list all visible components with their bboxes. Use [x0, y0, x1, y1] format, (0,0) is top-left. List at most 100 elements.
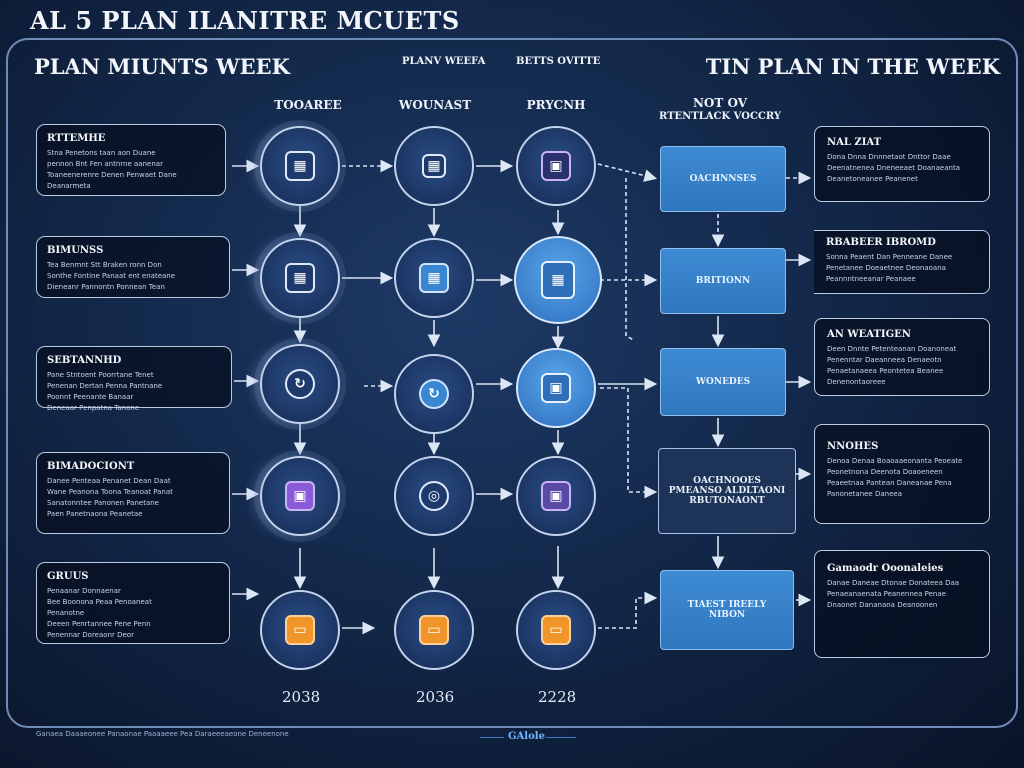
- column-head-4-line1: NOT OV: [692, 96, 748, 110]
- right-box-5-title: Gamaodr Ooonaleies: [827, 563, 944, 574]
- right-box-2-line-1: Sonna Peaent Dan Penneane Danee: [826, 253, 953, 261]
- left-box-2-title: BIMUNSS: [47, 245, 104, 256]
- app-icon: ▣: [285, 481, 315, 511]
- header-right-title: TIN PLAN IN THE WEEK: [705, 54, 1000, 79]
- right-box-3-line-3: Penaetanaeea Peontetea Beanee: [827, 367, 944, 375]
- left-box-2-line-1: Tea Benmnt Stt Braken ronn Don: [47, 261, 162, 269]
- right-box-1-line-1: Dona Dnna Dnnnetaot Dnttor Daae: [827, 153, 951, 161]
- left-box-5: GRUUS Penaanar Donnaenar Bee Boonona Pea…: [36, 562, 230, 644]
- node-r3-c2[interactable]: ↻: [394, 354, 474, 434]
- connector: [598, 591, 658, 629]
- left-box-5-line-4: Deeen Penrtannee Pene Penn: [47, 620, 151, 628]
- node-r5-c2[interactable]: ▭: [394, 590, 474, 670]
- column-head-3: PRYCNH: [526, 98, 586, 112]
- flow-box-3[interactable]: WONEDES: [660, 348, 786, 416]
- left-box-4-line-2: Wane Peanona Toona Teanoat Panat: [47, 488, 173, 496]
- left-box-1-line-2: pennon Bnt Fen antnrne aanenar: [47, 160, 163, 168]
- connector: [625, 178, 635, 341]
- node-r2-c3[interactable]: ▦: [514, 236, 602, 324]
- left-box-4-line-1: Danee Penteaa Penanet Dean Daat: [47, 477, 171, 485]
- node-r4-c3[interactable]: ▣: [516, 456, 596, 536]
- node-r2-c2[interactable]: ▦: [394, 238, 474, 318]
- left-box-1-title: RTTEMHE: [47, 133, 106, 144]
- left-box-5-line-5: Penennar Doreaonr Deor: [47, 631, 134, 639]
- flow-box-4-line-2: PMEANSO ALDLTAONI: [668, 486, 786, 496]
- right-box-2: RBABEER IBROMD Sonna Peaent Dan Penneane…: [814, 230, 990, 294]
- connector: [600, 387, 658, 499]
- right-box-3-line-1: Deen Dnnte Petenteanan Doanoneat: [827, 345, 957, 353]
- grid-icon: ▦: [541, 261, 575, 299]
- left-box-5-line-2: Bee Boonona Peaa Penoaneat: [47, 598, 152, 606]
- grid-icon: ▦: [422, 154, 446, 178]
- left-box-1-line-1: Stna Penetons taan aon Duane: [47, 149, 156, 157]
- refresh-icon: ↻: [285, 369, 315, 399]
- node-r4-c1[interactable]: ▣: [260, 456, 340, 536]
- right-box-2-line-3: Peannntneeanar Peanaee: [826, 275, 916, 283]
- left-box-5-title: GRUUS: [47, 571, 89, 582]
- flow-box-4-line-1: OACHNOOES: [693, 476, 761, 486]
- footer-note: Ganaea Daaaeonee Panaonae Paaaaeee Pea D…: [36, 730, 289, 738]
- node-r1-c3[interactable]: ▣: [516, 126, 596, 206]
- flow-box-5[interactable]: TIAEST IREELY NIBON: [660, 570, 794, 650]
- diagram-frame: [6, 38, 1018, 728]
- right-box-2-line-2: Penetanee Doeaetnee Deonaoana: [826, 264, 946, 272]
- flow-box-1-label: OACHNNSES: [689, 174, 757, 184]
- header-left-title: PLAN MIUNTS WEEK: [34, 54, 290, 79]
- target-icon: ◎: [419, 481, 449, 511]
- node-r2-c1[interactable]: ▦: [260, 238, 340, 318]
- node-r5-c3[interactable]: ▭: [516, 590, 596, 670]
- left-box-3-line-1: Pane Stntoent Poorrtane Tenet: [47, 371, 154, 379]
- node-r5-c1[interactable]: ▭: [260, 590, 340, 670]
- right-box-1-line-2: Deenatnenea Dneneeaet Doanaeanta: [827, 164, 960, 172]
- right-box-5-line-2: Penaeanaenata Peanennea Penae: [827, 590, 946, 598]
- flow-box-2[interactable]: BRITIONN: [660, 248, 786, 314]
- connector: [597, 163, 658, 182]
- left-box-4-title: BIMADOCIONT: [47, 461, 135, 472]
- node-r4-c2[interactable]: ◎: [394, 456, 474, 536]
- left-box-4: BIMADOCIONT Danee Penteaa Penanet Dean D…: [36, 452, 230, 534]
- flow-box-3-label: WONEDES: [695, 377, 751, 387]
- left-box-1: RTTEMHE Stna Penetons taan aon Duane pen…: [36, 124, 226, 196]
- left-box-2: BIMUNSS Tea Benmnt Stt Braken ronn Don S…: [36, 236, 230, 298]
- year-label-2: 2036: [416, 688, 455, 706]
- left-box-1-line-4: Deanarmeta: [47, 182, 91, 190]
- year-label-1: 2038: [282, 688, 321, 706]
- refresh-icon: ↻: [419, 379, 449, 409]
- year-label-3: 2228: [538, 688, 577, 706]
- right-box-3: AN WEATIGEN Deen Dnnte Petenteanan Doano…: [814, 318, 990, 396]
- left-box-3: SEBTANNHD Pane Stntoent Poorrtane Tenet …: [36, 346, 232, 412]
- right-box-4-line-4: Panonetanee Daneea: [827, 490, 902, 498]
- flow-box-2-label: BRITIONN: [695, 276, 751, 286]
- node-r3-c3[interactable]: ▣: [516, 348, 596, 428]
- left-box-3-line-2: Penenan Dertan Penna Pantnane: [47, 382, 163, 390]
- left-box-4-line-3: Sanatonntee Panonen Panetane: [47, 499, 159, 507]
- right-box-5: Gamaodr Ooonaleies Danae Daneae Dtonae D…: [814, 550, 990, 658]
- left-box-2-line-3: Dieneanr Pannontn Ponnean Tean: [47, 283, 165, 291]
- app-icon: ▣: [541, 151, 571, 181]
- node-r1-c2[interactable]: ▦: [394, 126, 474, 206]
- flow-box-4[interactable]: OACHNOOES PMEANSO ALDLTAONI RBUTONAONT: [658, 448, 796, 534]
- right-box-5-line-1: Danae Daneae Dtonae Donateea Daa: [827, 579, 960, 587]
- column-head-2: WOUNAST: [398, 98, 472, 112]
- left-box-4-line-4: Paen Panetnaona Peanetae: [47, 510, 143, 518]
- right-box-5-line-3: Dnaonet Dananana Deanoonen: [827, 601, 938, 609]
- node-r1-c1[interactable]: ▦: [260, 126, 340, 206]
- right-box-3-line-2: Penenntar Daeanneea Denaeotn: [827, 356, 942, 364]
- flow-box-4-line-3: RBUTONAONT: [689, 496, 765, 506]
- left-box-1-line-3: Toaneenerenre Denen Penwaet Dane: [47, 171, 177, 179]
- right-box-1-title: NAL ZIAT: [827, 137, 882, 148]
- node-r3-c1[interactable]: ↻: [260, 344, 340, 424]
- app-icon: ▣: [541, 481, 571, 511]
- left-box-3-title: SEBTANNHD: [47, 355, 122, 366]
- column-head-4: NOT OV RTENTLACK VOCCRY: [650, 96, 790, 122]
- flow-box-1[interactable]: OACHNNSES: [660, 146, 786, 212]
- flow-box-5-line-1: TIAEST IREELY: [687, 600, 767, 610]
- right-box-3-line-4: Denenontaoreee: [827, 378, 886, 386]
- right-box-2-title: RBABEER IBROMD: [826, 237, 936, 248]
- column-head-1: TOOAREE: [274, 98, 342, 112]
- grid-icon: ▦: [285, 151, 315, 181]
- left-box-2-line-2: Sonthe Fontine Panaat ent enateane: [47, 272, 176, 280]
- main-title: AL 5 PLAN ILANITRE MCUETS: [30, 6, 460, 35]
- folder-icon: ▭: [285, 615, 315, 645]
- folder-icon: ▭: [419, 615, 449, 645]
